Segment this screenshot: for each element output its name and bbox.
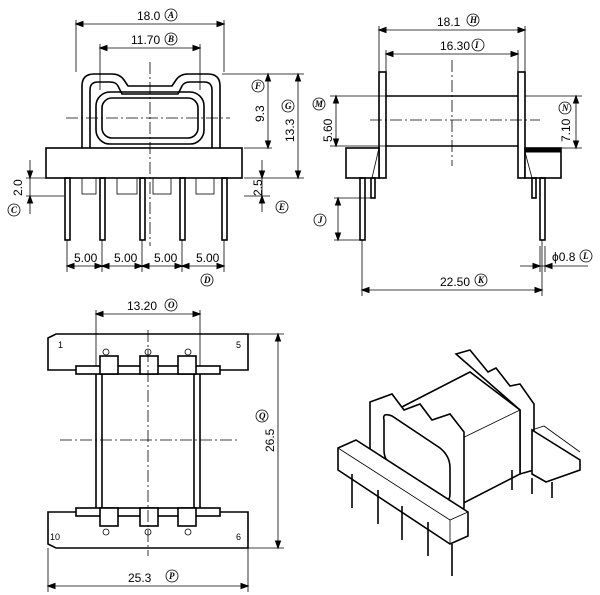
dim-9-3-label: 9.3 — [253, 105, 267, 122]
letter-q: Q — [259, 411, 266, 421]
pin-label-6: 6 — [236, 532, 241, 542]
pitch-2-label: 5.00 — [114, 251, 138, 265]
letter-n: N — [561, 103, 569, 113]
side-left-base — [345, 147, 380, 179]
pin-label-1: 1 — [58, 340, 63, 350]
dim-25-3-label: 25.3 — [128, 571, 152, 585]
letter-h: H — [469, 15, 478, 25]
letter-f: F — [254, 81, 261, 91]
pin-label-10: 10 — [50, 532, 60, 542]
letter-k: K — [477, 275, 485, 285]
dim-13-20-label: 13.20 — [127, 299, 157, 313]
letter-c: C — [11, 205, 18, 215]
dim-13-3-label: 13.3 — [283, 118, 297, 142]
letter-m: M — [314, 99, 324, 109]
dim-16-30-label: 16.30 — [440, 39, 470, 53]
dim-11-70-label: 11.70 — [131, 33, 160, 47]
letter-a-circle — [164, 8, 178, 22]
letter-i: I — [474, 40, 479, 50]
dim-18-0-label: 18.0 — [137, 9, 161, 23]
dim-22-50-label: 22.50 — [440, 275, 470, 289]
pitch-4-label: 5.00 — [196, 251, 220, 265]
letter-o: O — [168, 300, 175, 310]
dim-5-60-label: 5.60 — [321, 118, 335, 142]
dim-dia-0-8-label: ϕ0.8 — [552, 250, 576, 264]
letter-g: G — [285, 101, 292, 111]
letter-j: J — [317, 215, 323, 225]
dim-26-5-label: 26.5 — [263, 428, 277, 452]
letter-p: P — [169, 571, 175, 581]
pin-label-5: 5 — [236, 340, 241, 350]
side-view: 18.1 H 16.30 I 5.60 M 7.10 N J — [312, 13, 593, 296]
side-left-flange — [378, 71, 387, 179]
front-pins — [64, 177, 228, 241]
dim-7-10-label: 7.10 — [559, 118, 573, 142]
front-base — [45, 147, 243, 179]
letter-a: A — [167, 10, 174, 20]
side-right-flange — [517, 71, 526, 179]
bottom-view: 1 5 10 6 13.20 O 26.5 Q 25.3 P — [46, 298, 284, 592]
dim-18-1-label: 18.1 — [437, 15, 461, 29]
front-view: 18.0 A 11.70 B 9.3 F 13.3 G 2.5 E — [7, 8, 304, 287]
letter-e: E — [278, 202, 285, 212]
dim-2-0-label: 2.0 — [11, 179, 25, 196]
pitch-3-label: 5.00 — [154, 251, 178, 265]
dim-2-5-label: 2.5 — [251, 179, 265, 196]
isometric-view — [337, 349, 581, 576]
bottom-top-plate — [47, 333, 249, 371]
letter-l: L — [582, 251, 589, 261]
pitch-1-label: 5.00 — [74, 251, 98, 265]
letter-d: D — [203, 275, 211, 285]
letter-b: B — [167, 34, 174, 44]
